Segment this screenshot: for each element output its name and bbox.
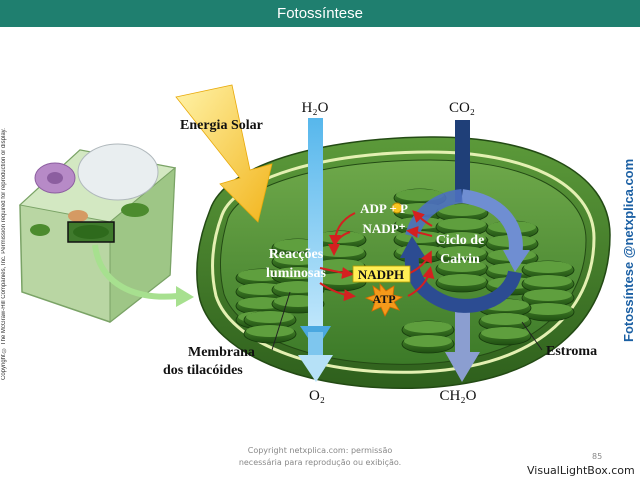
footer-copyright: Copyright netxplica.com: permissão neces… bbox=[200, 445, 440, 469]
plant-cell-illustration bbox=[18, 143, 177, 324]
ch2o-arrow-head bbox=[445, 352, 480, 382]
thylakoid-disc-top bbox=[246, 311, 294, 323]
membrane-leader-line bbox=[271, 291, 291, 351]
water-arrow-shaft bbox=[308, 118, 323, 328]
membrane-label-2: dos tilacóides bbox=[163, 363, 243, 378]
ch2o-label: CH₂O bbox=[440, 388, 477, 404]
thylakoid-disc-top bbox=[481, 313, 529, 325]
watermark: VisualLightBox.com bbox=[527, 464, 635, 477]
nadph-label: NADPH bbox=[358, 267, 404, 282]
thylakoid-disc-top bbox=[438, 260, 486, 272]
adp-label: ADP + P bbox=[360, 201, 408, 216]
thylakoid-disc-top bbox=[524, 303, 572, 315]
light-reactions-label-2: luminosas bbox=[266, 266, 326, 281]
thylakoid-disc-top bbox=[404, 321, 452, 333]
membrane-label-1: Membrana bbox=[188, 345, 255, 360]
o2-label: O₂ bbox=[309, 388, 325, 404]
h2o-label: H₂O bbox=[302, 100, 329, 116]
nadph-box bbox=[352, 265, 411, 283]
atp-burst bbox=[364, 282, 404, 317]
footer-line-1: Copyright netxplica.com: permissão bbox=[247, 446, 393, 455]
co2-label: CO₂ bbox=[449, 100, 475, 116]
oxygen-arrow-shaft bbox=[308, 332, 323, 360]
thylakoid-disc-top bbox=[524, 275, 572, 287]
co2-arrow-shaft bbox=[455, 120, 470, 202]
light-reactions-label-1: Reacções bbox=[269, 247, 324, 262]
solar-energy-label: Energia Solar bbox=[180, 118, 263, 133]
thylakoid-disc-top bbox=[246, 325, 294, 337]
footer-line-2: necessária para reprodução ou exibição. bbox=[238, 458, 402, 467]
solar-energy-arrow bbox=[175, 84, 273, 223]
header-bar: Fotossíntese bbox=[0, 0, 640, 27]
calvin-cycle-label-1: Ciclo de bbox=[436, 233, 485, 248]
thylakoid-disc-top bbox=[438, 274, 486, 286]
phosphate-dot bbox=[391, 202, 403, 214]
photosynthesis-diagram: H₂O CO₂ O₂ CH₂O Energia Solar ADP + P NA… bbox=[18, 84, 611, 404]
zoom-arrow-head bbox=[176, 286, 194, 307]
thylakoid-disc-top bbox=[438, 246, 486, 258]
thylakoid-disc-top bbox=[524, 261, 572, 273]
oxygen-arrow-head bbox=[298, 355, 333, 382]
thylakoid-disc-top bbox=[481, 327, 529, 339]
calvin-cycle-label-2: Calvin bbox=[440, 252, 480, 267]
stroma-leader-line bbox=[521, 321, 543, 351]
thylakoid-disc-top bbox=[438, 204, 486, 216]
page-title: Fotossíntese bbox=[277, 5, 363, 22]
side-copyright: Copyright © The McGraw-Hill Companies, I… bbox=[1, 128, 7, 380]
thylakoid-disc-top bbox=[438, 218, 486, 230]
ch2o-arrow-shaft bbox=[455, 300, 470, 355]
reaction-arrows bbox=[319, 210, 435, 302]
zoom-arrow bbox=[92, 244, 179, 300]
thylakoid-disc-top bbox=[524, 289, 572, 301]
thylakoid-disc-top bbox=[396, 189, 444, 201]
stroma-label: Estroma bbox=[546, 344, 597, 359]
thylakoid-disc-top bbox=[404, 335, 452, 347]
side-brand: Fotossíntese @netxplica.com bbox=[621, 158, 636, 342]
atp-label: ATP bbox=[372, 292, 395, 306]
slide-number: 85 bbox=[592, 452, 603, 461]
thylakoid-disc-top bbox=[438, 232, 486, 244]
nadp-label: NADP⁺ bbox=[363, 221, 406, 236]
